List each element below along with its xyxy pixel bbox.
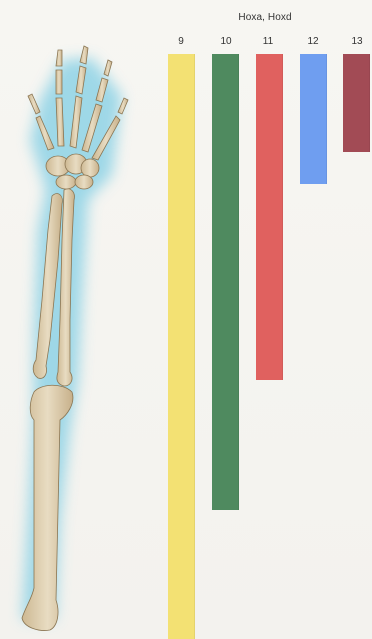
gene-label-9: 9 [166,36,196,47]
gene-label-12: 12 [298,36,328,47]
gene-bar-10 [212,54,239,510]
gene-group-title: Hoxa, Hoxd [220,12,310,23]
arm-skeleton-illustration [0,0,160,639]
gene-label-11: 11 [253,36,283,47]
gene-bar-13 [343,54,370,152]
gene-bar-11 [256,54,283,380]
gene-label-10: 10 [211,36,241,47]
gene-bar-12 [300,54,327,184]
gene-bar-9 [168,54,195,639]
gene-label-13: 13 [342,36,372,47]
